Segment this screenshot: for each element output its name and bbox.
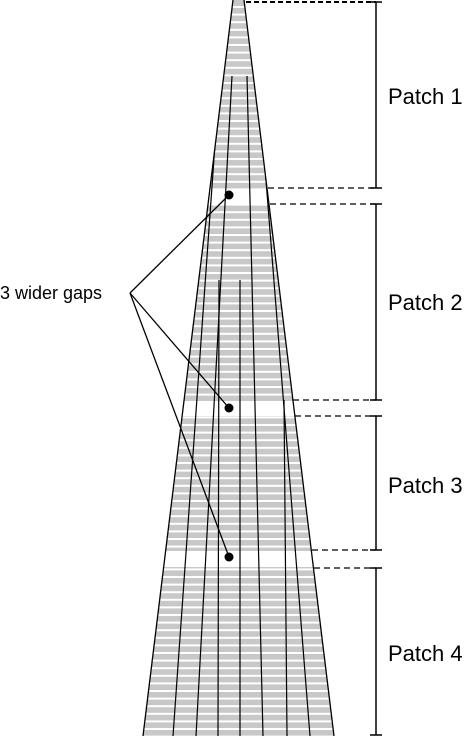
gap-annotation-label: 3 wider gaps [0,283,102,303]
stripe [130,90,350,92]
stripe [130,211,350,213]
stripe [130,82,350,84]
stripe [130,143,350,145]
stripe [130,135,350,137]
stripe [130,97,350,99]
stripe [130,234,350,236]
stripe [130,128,350,130]
stripe [130,74,350,76]
stripe [130,242,350,244]
patch-2-label: Patch 2 [388,290,463,315]
gap-marker-1 [225,191,234,200]
gap-marker-3 [225,553,234,562]
stripe [130,52,350,54]
stripe [130,105,350,107]
patch-2-bracket [370,204,382,400]
patch-3-bracket [370,416,382,550]
stripe [130,264,350,266]
stripe [130,29,350,31]
stripe [130,67,350,69]
patch-1-label: Patch 1 [388,84,463,109]
stripe [130,158,350,160]
stripe [130,14,350,16]
stripe [130,150,350,152]
patch-1-bracket [370,2,382,188]
patch-4-label: Patch 4 [388,641,463,666]
stripe [130,257,350,259]
stripe [130,173,350,175]
stripe [130,272,350,274]
stripe [130,112,350,114]
spire-fill [143,0,334,736]
stripe [130,226,350,228]
stripe [130,249,350,251]
stripe [130,21,350,23]
gap-marker-2 [225,404,234,413]
patch-bracket-group [370,2,382,735]
wide-gap-1 [130,189,350,204]
stripe [130,59,350,61]
patch-3-label: Patch 3 [388,473,463,498]
stripe [130,166,350,168]
stripe [130,36,350,38]
stripe [130,120,350,122]
stripe [130,44,350,46]
patch-4-bracket [370,568,382,735]
stripe [130,181,350,183]
stripe [130,6,350,8]
stripe [130,219,350,221]
